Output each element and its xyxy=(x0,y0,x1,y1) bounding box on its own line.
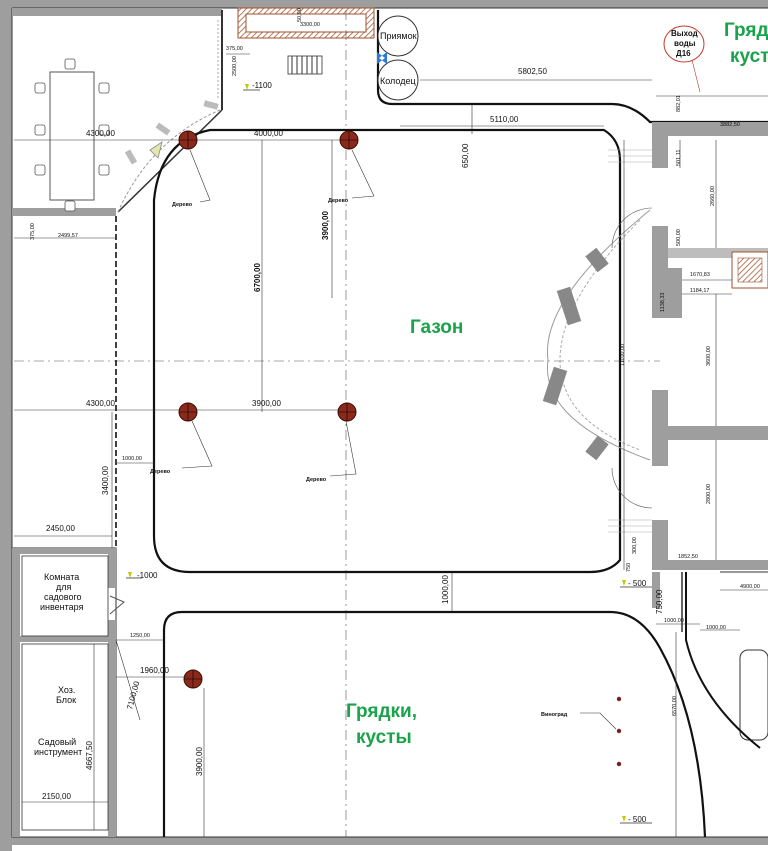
beds-top-label-2: кусты xyxy=(730,46,768,67)
level-mark-500a: - 500 xyxy=(620,579,652,588)
tool-line1: Садовый xyxy=(38,737,76,747)
svg-text:Д16: Д16 xyxy=(676,49,691,58)
house-porch xyxy=(542,149,653,533)
beds-outline xyxy=(162,610,707,838)
kolodets-label: Колодец xyxy=(380,76,416,86)
hoz-blok-line1: Хоз. xyxy=(58,685,75,695)
dim-1960: 1960,00 xyxy=(140,666,169,675)
dim-1000c: 1000,00 xyxy=(664,618,684,624)
dim-2450: 2450,00 xyxy=(46,524,75,533)
svg-text:-1100: -1100 xyxy=(252,81,272,90)
svg-text:Виноград: Виноград xyxy=(541,712,568,718)
dim-3300: 3300,00 xyxy=(300,22,320,28)
dim-1852: 1852,50 xyxy=(678,554,698,560)
dim-4667: 4667,50 xyxy=(85,741,94,770)
dim-6570: 6570,00 xyxy=(672,696,678,716)
dim-501: 501,11 xyxy=(676,150,682,166)
grapes: Виноград xyxy=(541,696,622,767)
svg-text:Дерево: Дерево xyxy=(328,198,349,204)
dim-650: 650,00 xyxy=(461,143,470,168)
dim-1000d: 1000,00 xyxy=(706,625,726,631)
tool-line2: инструмент xyxy=(34,747,82,757)
room-inventory-line3: садового xyxy=(44,592,82,602)
lawn-outline xyxy=(152,128,622,574)
beds-top-label-1: Грядки, xyxy=(724,20,768,41)
dim-1000a: 1000,00 xyxy=(122,456,142,462)
dim-6700: 6700,00 xyxy=(253,263,262,292)
beds-label-1: Грядки, xyxy=(346,701,417,722)
svg-text:-1000: -1000 xyxy=(137,571,158,580)
dim-2660: 2660,00 xyxy=(710,186,716,206)
dim-2499: 2499,57 xyxy=(58,233,78,239)
svg-text:Дерево: Дерево xyxy=(172,202,193,208)
tree-2: Дерево xyxy=(328,130,375,204)
dim-1670: 1670,83 xyxy=(690,272,710,278)
dim-300: 300,00 xyxy=(632,537,638,554)
level-mark-1100: -1100 xyxy=(243,81,272,91)
tree-3: Дерево xyxy=(150,402,213,475)
dim-1000b: 1000,00 xyxy=(441,575,450,604)
svg-text:воды: воды xyxy=(674,39,696,48)
dim-4000: 4000,00 xyxy=(254,129,283,138)
dim-375b: 375,00 xyxy=(30,223,36,240)
tree-4: Дерево xyxy=(306,402,357,483)
terrace xyxy=(12,8,223,216)
svg-text:- 500: - 500 xyxy=(628,579,647,588)
dim-2500: 2500,00 xyxy=(232,56,238,76)
house-walls xyxy=(652,122,768,570)
svg-text:Дерево: Дерево xyxy=(306,477,327,483)
dim-4300a: 4300,00 xyxy=(86,129,115,138)
dim-3882: 3882,50 xyxy=(720,122,740,128)
dim-11100: 11100,00 xyxy=(620,344,626,366)
level-mark-1000: -1000 xyxy=(126,571,158,580)
dim-7100: 7100,00 xyxy=(125,680,141,711)
dim-3900c: 3900,00 xyxy=(195,747,204,776)
bottom-left-rooms xyxy=(11,547,125,838)
dim-4300b: 4300,00 xyxy=(86,399,115,408)
priyamok-label: Приямок xyxy=(380,31,417,41)
dim-1184: 1184,17 xyxy=(690,288,709,294)
level-mark-500b: - 500 xyxy=(620,815,652,824)
steps-icon xyxy=(287,55,323,75)
beds-label-2: кусты xyxy=(356,727,412,748)
kolodets-well xyxy=(377,59,419,101)
dim-2800: 2800,00 xyxy=(706,484,712,504)
dining-table xyxy=(34,58,110,212)
room-inventory-line1: Комната xyxy=(44,572,79,582)
dim-3900v: 3900,00 xyxy=(321,211,330,240)
dim-5802: 5802,50 xyxy=(518,67,547,76)
dim-2150: 2150,00 xyxy=(42,792,71,801)
svg-text:Выход: Выход xyxy=(671,29,698,38)
hatched-bench xyxy=(237,7,375,39)
valve-icon xyxy=(377,52,387,64)
right-bottom-walls xyxy=(652,571,768,749)
water-outlet: Выход воды Д16 xyxy=(663,25,705,93)
room-inventory-line4: инвентаря xyxy=(40,602,84,612)
dim-882: 882,01 xyxy=(676,95,682,112)
dim-3400: 3400,00 xyxy=(101,466,110,495)
svg-text:- 500: - 500 xyxy=(628,815,647,824)
lawn-label: Газон xyxy=(410,317,463,338)
tree-1: Дерево xyxy=(172,130,211,208)
dim-375a: 375,00 xyxy=(226,46,243,52)
svg-text:Дерево: Дерево xyxy=(150,469,171,475)
dim-5110: 5110,00 xyxy=(490,115,519,124)
dim-500: 500,00 xyxy=(676,229,682,246)
dim-4900: 4900,00 xyxy=(740,584,760,590)
tree-5 xyxy=(183,669,203,689)
priyamok-well xyxy=(377,15,419,57)
dim-3900h: 3900,00 xyxy=(252,399,281,408)
dim-1138: 1138,33 xyxy=(660,293,666,312)
dim-750: 750,00 xyxy=(655,589,664,614)
dim-50: 50,00 xyxy=(297,8,303,22)
dim-750b: 750 xyxy=(626,563,632,572)
dim-3600: 3600,00 xyxy=(706,346,712,366)
dim-1250: 1250,00 xyxy=(130,633,150,639)
room-inventory-line2: для xyxy=(56,582,72,592)
hoz-blok-line2: Блок xyxy=(56,695,76,705)
